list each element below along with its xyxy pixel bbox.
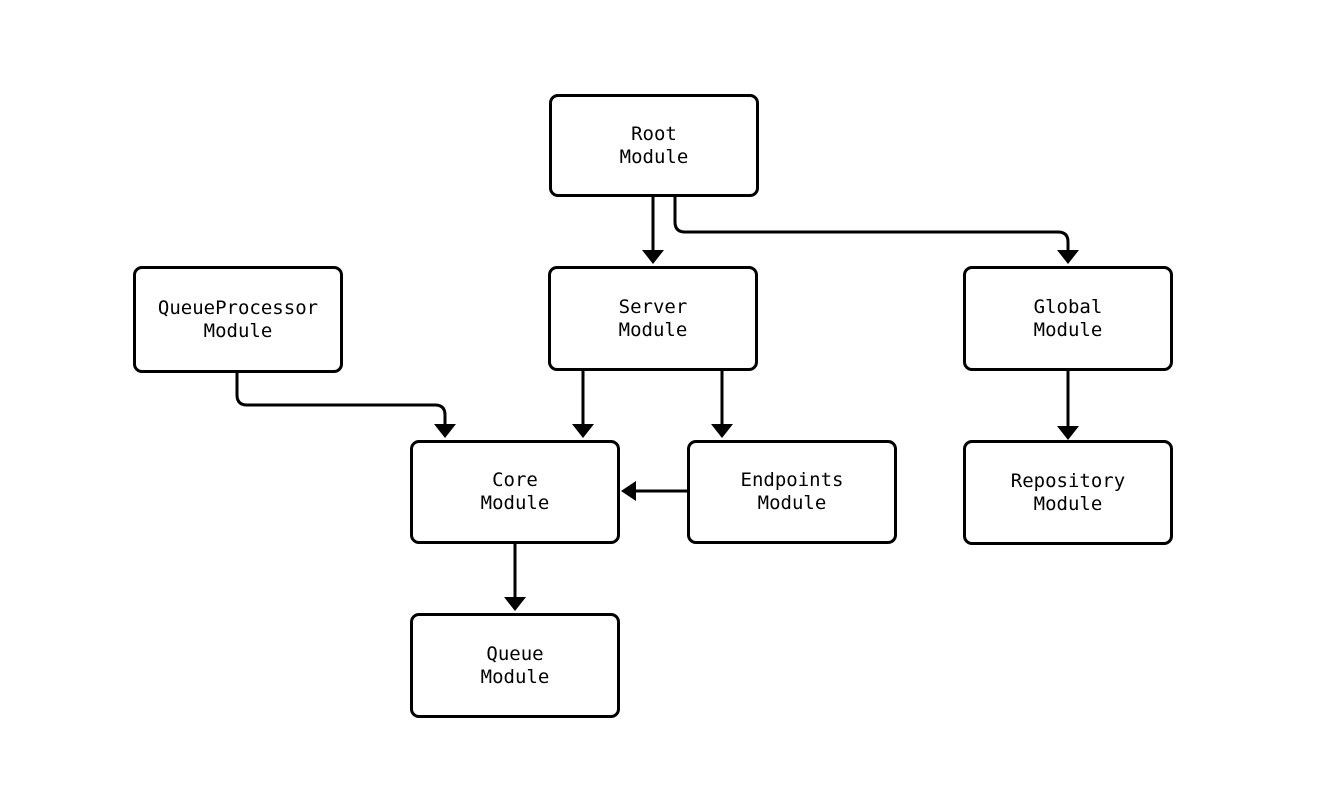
node-queueprocessor[interactable]: QueueProcessor Module: [133, 266, 343, 373]
node-global[interactable]: Global Module: [963, 266, 1173, 371]
arrowhead-root-global: [1057, 250, 1079, 264]
arrowhead-server-endpoints: [711, 424, 733, 438]
node-root[interactable]: Root Module: [549, 94, 759, 197]
node-core[interactable]: Core Module: [410, 440, 620, 544]
arrowhead-queueprocessor-core: [434, 424, 456, 438]
node-label-queue: Queue Module: [480, 642, 550, 688]
node-server[interactable]: Server Module: [548, 266, 758, 371]
node-repository[interactable]: Repository Module: [963, 440, 1173, 545]
arrowhead-endpoints-core: [621, 481, 636, 501]
edge-queueprocessor-core: [235, 373, 447, 426]
node-label-repository: Repository Module: [1010, 469, 1126, 515]
node-label-global: Global Module: [1033, 295, 1103, 341]
node-label-endpoints: Endpoints Module: [740, 469, 844, 514]
node-endpoints[interactable]: Endpoints Module: [687, 440, 897, 544]
arrowhead-core-queue: [504, 597, 526, 611]
arrowhead-root-server: [642, 250, 664, 264]
node-queue[interactable]: Queue Module: [410, 613, 620, 718]
node-label-core: Core Module: [480, 469, 550, 514]
node-label-root: Root Module: [619, 122, 689, 168]
node-label-queueprocessor: QueueProcessor Module: [157, 296, 319, 342]
arrowhead-server-core: [572, 424, 594, 438]
node-label-server: Server Module: [618, 295, 688, 341]
edge-root-global: [673, 197, 1070, 252]
arrowhead-global-repository: [1057, 426, 1079, 440]
